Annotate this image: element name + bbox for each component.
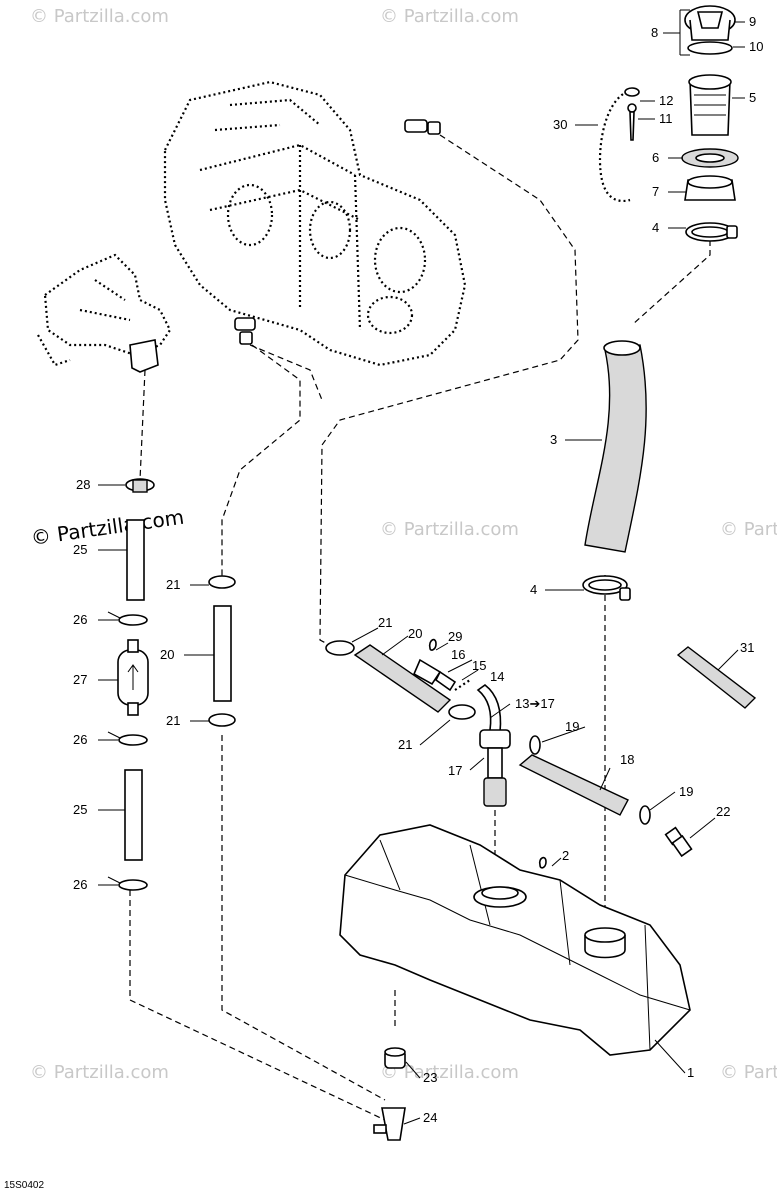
callout-25-lower: 25 bbox=[73, 802, 87, 817]
callout-21-pickup-bottom: 21 bbox=[398, 737, 412, 752]
callout-19-upper: 19 bbox=[565, 719, 579, 734]
callout-20-pickup: 20 bbox=[408, 626, 422, 641]
callout-21-left-bottom: 21 bbox=[166, 713, 180, 728]
vent-hose bbox=[518, 735, 651, 825]
callout-30: 30 bbox=[553, 117, 567, 132]
middle-hose-line bbox=[208, 575, 236, 727]
callout-31: 31 bbox=[740, 640, 754, 655]
callout-21-left-top: 21 bbox=[166, 577, 180, 592]
diagram-code: 15S0402 bbox=[4, 1180, 45, 1191]
fuel-tank bbox=[339, 824, 691, 1056]
callout-14: 14 bbox=[490, 669, 504, 684]
callout-20-left: 20 bbox=[160, 647, 174, 662]
check-valve bbox=[664, 826, 693, 858]
callout-5: 5 bbox=[749, 90, 756, 105]
watermark-top-center: © Partzilla.com bbox=[380, 6, 519, 27]
fuel-pickup-assembly bbox=[325, 638, 511, 807]
callout-28: 28 bbox=[76, 477, 90, 492]
watermark-bottom-center: © Partzilla.com bbox=[380, 1062, 519, 1083]
callout-8: 8 bbox=[651, 25, 658, 40]
watermark-bottom-right: © Partzilla.com bbox=[720, 1062, 777, 1083]
callout-13-to-17: 13➔17 bbox=[515, 696, 555, 711]
callout-1: 1 bbox=[687, 1065, 694, 1080]
callout-2: 2 bbox=[562, 848, 569, 863]
callout-9: 9 bbox=[749, 14, 756, 29]
clamp-4-lower bbox=[582, 575, 631, 601]
callout-4-lower: 4 bbox=[530, 582, 537, 597]
callout-23: 23 bbox=[423, 1070, 437, 1085]
callout-11: 11 bbox=[659, 111, 673, 126]
callout-27: 27 bbox=[73, 672, 87, 687]
watermark-main: © Partzilla.com bbox=[29, 505, 185, 550]
pump-outline bbox=[37, 253, 172, 367]
callout-29: 29 bbox=[448, 629, 462, 644]
watermark-mid-right: © Partzilla.com bbox=[720, 519, 777, 540]
spare-hose bbox=[676, 646, 757, 709]
callout-6: 6 bbox=[652, 150, 659, 165]
left-hose-line bbox=[107, 478, 155, 891]
engine-fittings bbox=[129, 119, 441, 373]
callout-21-pickup-top: 21 bbox=[378, 615, 392, 630]
callout-4-top: 4 bbox=[652, 220, 659, 235]
callout-17: 17 bbox=[448, 763, 462, 778]
watermark-mid-center: © Partzilla.com bbox=[380, 519, 519, 540]
callout-26-lower: 26 bbox=[73, 877, 87, 892]
engine-outline bbox=[163, 80, 467, 367]
callout-15: 15 bbox=[472, 658, 486, 673]
callout-24: 24 bbox=[423, 1110, 437, 1125]
drain-fittings bbox=[373, 1047, 406, 1141]
hose-routes bbox=[129, 134, 711, 1121]
callout-19-lower: 19 bbox=[679, 784, 693, 799]
callout-3: 3 bbox=[550, 432, 557, 447]
callout-12: 12 bbox=[659, 93, 673, 108]
watermark-top-left: © Partzilla.com bbox=[30, 6, 169, 27]
filler-cap-assembly bbox=[681, 5, 739, 242]
callout-16: 16 bbox=[451, 647, 465, 662]
filler-hose bbox=[584, 340, 647, 553]
callout-10: 10 bbox=[749, 39, 763, 54]
callout-22: 22 bbox=[716, 804, 730, 819]
callout-18: 18 bbox=[620, 752, 634, 767]
callout-26-upper: 26 bbox=[73, 612, 87, 627]
callout-25-upper: 25 bbox=[73, 542, 87, 557]
callout-26-middle: 26 bbox=[73, 732, 87, 747]
watermark-bottom-left: © Partzilla.com bbox=[30, 1062, 169, 1083]
leader-lines bbox=[98, 9, 745, 1125]
tether-chain bbox=[598, 87, 640, 203]
callout-7: 7 bbox=[652, 184, 659, 199]
callout-labels: 8 9 10 5 12 11 30 6 7 4 3 4 28 25 26 27 … bbox=[73, 14, 763, 1125]
